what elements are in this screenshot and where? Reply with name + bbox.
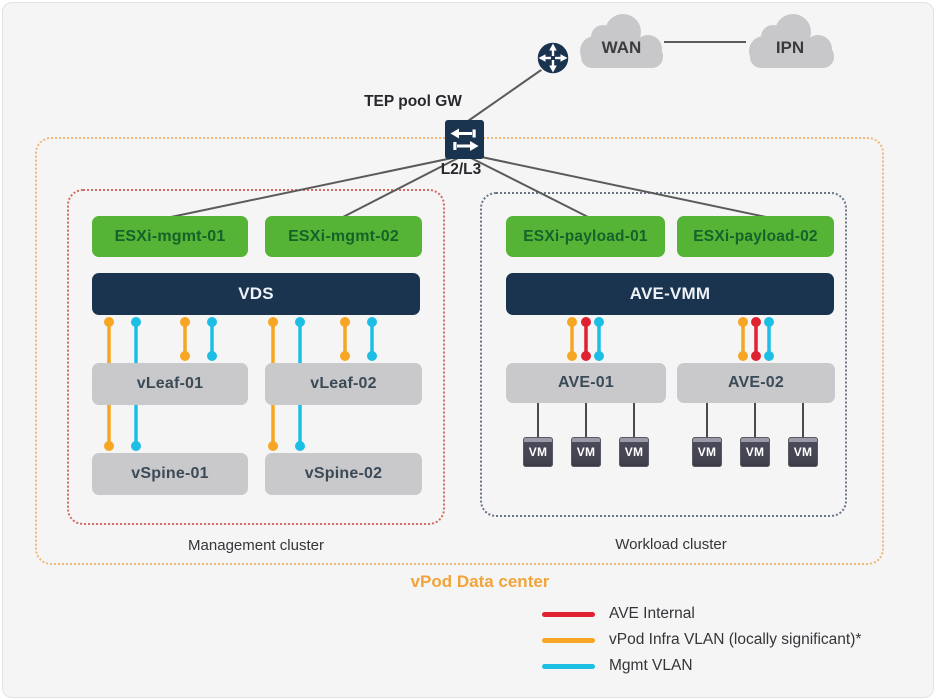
esxi-payload-02-node: ESXi-payload-02 [677,216,834,257]
esxi-mgmt-01-node: ESXi-mgmt-01 [92,216,248,257]
infra-vlan-line-swatch [542,637,595,643]
l2l3-switch-icon [445,120,484,159]
legend: AVE Internal vPod Infra VLAN (locally si… [542,601,902,679]
vds-bar: VDS [92,273,420,315]
ipn-label: IPN [775,38,805,57]
vleaf-02-node: vLeaf-02 [265,363,422,405]
esxi-mgmt-02-node: ESXi-mgmt-02 [265,216,422,257]
wan-label: WAN [601,38,642,57]
legend-label: vPod Infra VLAN (locally significant)* [609,631,862,648]
vm-icon: VM [571,437,601,467]
vpod-datacenter-label: vPod Data center [410,572,550,591]
vm-icon: VM [692,437,722,467]
ave-vmm-bar: AVE-VMM [506,273,834,315]
vspine-02-node: vSpine-02 [265,453,422,495]
workload-cluster-label: Workload cluster [615,536,727,553]
tep-pool-gw-label: TEP pool GW [364,93,462,110]
legend-item-infra-vlan: vPod Infra VLAN (locally significant)* [542,627,902,653]
l2l3-label: L2/L3 [440,161,482,178]
wan-cloud-icon [580,14,663,68]
legend-item-ave-internal: AVE Internal [542,601,902,627]
vm-icon: VM [619,437,649,467]
vm-icon: VM [788,437,818,467]
mgmt-vlan-line-swatch [542,663,595,669]
legend-item-mgmt-vlan: Mgmt VLAN [542,653,902,679]
esxi-payload-01-node: ESXi-payload-01 [506,216,665,257]
vspine-01-node: vSpine-01 [92,453,248,495]
vm-icon: VM [523,437,553,467]
ipn-cloud-icon [749,14,834,68]
legend-label: AVE Internal [609,605,695,622]
vleaf-01-node: vLeaf-01 [92,363,248,405]
router-icon [536,41,570,75]
vm-icon: VM [740,437,770,467]
management-cluster-label: Management cluster [188,537,324,554]
legend-label: Mgmt VLAN [609,657,693,674]
ave-internal-line-swatch [542,611,595,617]
ave-01-node: AVE-01 [506,363,666,403]
ave-02-node: AVE-02 [677,363,835,403]
